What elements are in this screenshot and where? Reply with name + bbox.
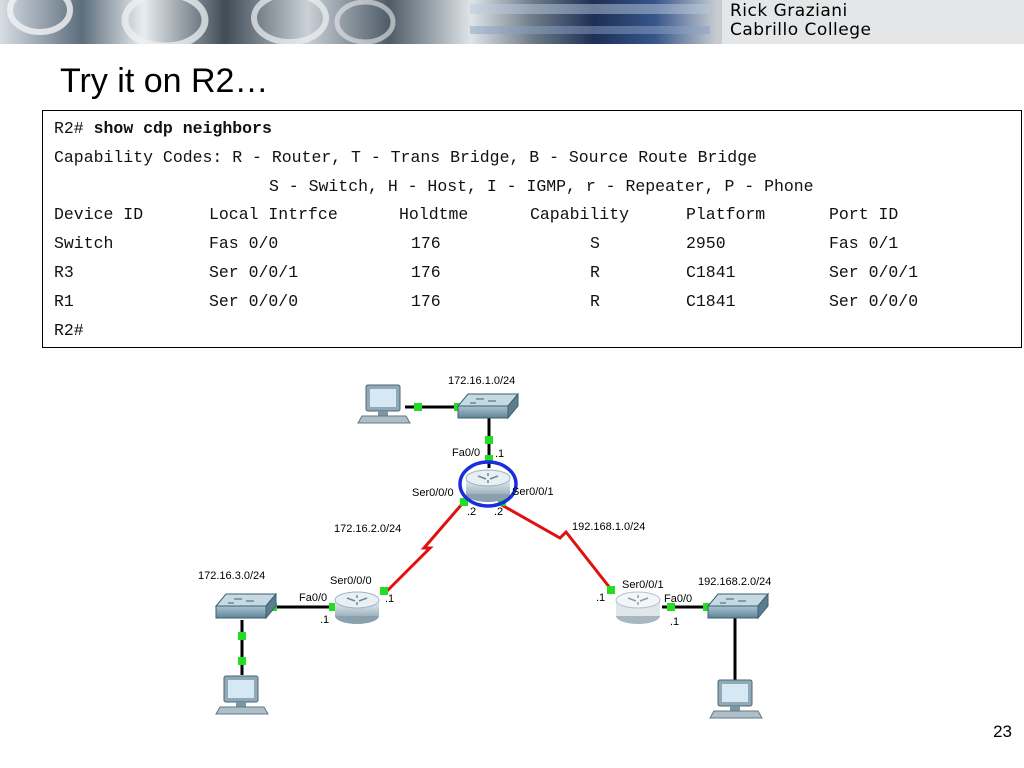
topology-canvas: [214, 384, 770, 719]
port-dot: [380, 587, 388, 595]
cli-header-port-id: Port ID: [829, 205, 899, 224]
port-dot: [703, 603, 711, 611]
pc-left-icon[interactable]: [215, 675, 269, 715]
ethernet-links: [240, 405, 737, 680]
banner-artwork: [7, 0, 710, 44]
port-status-dots: [238, 403, 711, 665]
label-r1-s0-ip: .1: [385, 593, 395, 605]
label-r1-fa: Fa0/0: [299, 592, 328, 604]
switch-top-icon[interactable]: [456, 392, 520, 420]
cli-row-1-port: Fas 0/1: [829, 234, 899, 253]
label-net-top: 172.16.1.0/24: [448, 375, 516, 387]
switch-right-icon[interactable]: [706, 592, 770, 620]
label-r1-fa-ip: .1: [320, 614, 330, 626]
cli-row-2-interface: Ser 0/0/1: [209, 263, 299, 282]
cli-row-3-device: R1: [54, 292, 74, 311]
cli-row-1-device: Switch: [54, 234, 114, 253]
cli-row-2-port: Ser 0/0/1: [829, 263, 919, 282]
brand-college: Cabrillo College: [730, 20, 872, 40]
header-banner: Rick Graziani Cabrillo College: [0, 0, 1024, 44]
label-r2-s1: Ser0/0/1: [512, 486, 554, 498]
port-dot: [607, 586, 615, 594]
cli-prompt: R2#: [54, 119, 84, 138]
cli-capability-codes-1: Capability Codes: R - Router, T - Trans …: [54, 148, 758, 167]
cli-header-platform: Platform: [686, 205, 766, 224]
port-dot: [414, 403, 422, 411]
label-net-right-lan: 192.168.2.0/24: [698, 576, 772, 588]
port-dot: [238, 657, 246, 665]
cli-header-capability: Capability: [530, 205, 630, 224]
cli-row-2-capability: R: [590, 263, 600, 282]
cli-command-line: R2# show cdp neighbors: [54, 119, 272, 138]
cli-header-holdtme: Holdtme: [399, 205, 469, 224]
cli-row-1-capability: S: [590, 234, 600, 253]
label-r2-fa: Fa0/0: [452, 447, 481, 459]
cli-output-box: R2# show cdp neighbors Capability Codes:…: [42, 110, 1022, 348]
label-r3-s1-ip: .1: [596, 592, 606, 604]
label-r1-s0: Ser0/0/0: [330, 575, 372, 587]
cli-row-1-holdtime: 176: [411, 234, 441, 253]
pc-right-icon[interactable]: [709, 679, 763, 719]
cli-row-1-platform: 2950: [686, 234, 726, 253]
cli-row-3-interface: Ser 0/0/0: [209, 292, 299, 311]
page-number: 23: [993, 722, 1012, 741]
slide-title: Try it on R2…: [60, 62, 269, 100]
label-r3-s1: Ser0/0/1: [622, 579, 664, 591]
pc-top-icon[interactable]: [357, 384, 411, 424]
link-r2-r1-serial: [384, 503, 464, 594]
cli-row-3-holdtime: 176: [411, 292, 441, 311]
cli-capability-codes-2: S - Switch, H - Host, I - IGMP, r - Repe…: [269, 177, 814, 196]
label-r2-s0: Ser0/0/0: [412, 487, 454, 499]
label-r2-s1-ip: .2: [494, 506, 504, 518]
cli-command: show cdp neighbors: [93, 119, 272, 138]
label-net-left-lan: 172.16.3.0/24: [198, 570, 266, 582]
label-r3-fa: Fa0/0: [664, 593, 693, 605]
cli-end-prompt: R2#: [54, 321, 84, 340]
cli-row-2-platform: C1841: [686, 263, 736, 282]
cli-header-local-intrfce: Local Intrfce: [209, 205, 338, 224]
router-r1-icon[interactable]: [334, 591, 380, 624]
cli-row-1-interface: Fas 0/0: [209, 234, 279, 253]
cli-row-2-device: R3: [54, 263, 74, 282]
label-net-left-serial: 172.16.2.0/24: [334, 523, 402, 535]
link-r2-r3-serial: [499, 502, 612, 589]
router-r3-icon[interactable]: [615, 591, 661, 624]
port-dot: [485, 455, 493, 463]
cli-row-3-port: Ser 0/0/0: [829, 292, 919, 311]
switch-left-icon[interactable]: [214, 592, 278, 620]
cli-header-device-id: Device ID: [54, 205, 144, 224]
router-r2-icon[interactable]: [465, 469, 511, 502]
port-dot: [460, 498, 468, 506]
cli-row-2-holdtime: 176: [411, 263, 441, 282]
port-dot: [329, 603, 337, 611]
port-dot: [238, 632, 246, 640]
label-net-right-serial: 192.168.1.0/24: [572, 521, 646, 533]
cli-row-3-platform: C1841: [686, 292, 736, 311]
label-r2-fa-ip: .1: [495, 448, 505, 460]
port-dot: [485, 436, 493, 444]
label-r3-fa-ip: .1: [670, 616, 680, 628]
brand-block: Rick Graziani Cabrillo College: [722, 0, 1024, 44]
cli-row-3-capability: R: [590, 292, 600, 311]
brand-author: Rick Graziani: [730, 1, 848, 21]
port-dot: [667, 603, 675, 611]
label-r2-s0-ip: .2: [467, 506, 477, 518]
r2-highlight-ring: [458, 460, 518, 508]
network-topology: 172.16.1.0/24 Fa0/0 .1 Ser0/0/0 Ser0/0/1…: [180, 360, 800, 730]
